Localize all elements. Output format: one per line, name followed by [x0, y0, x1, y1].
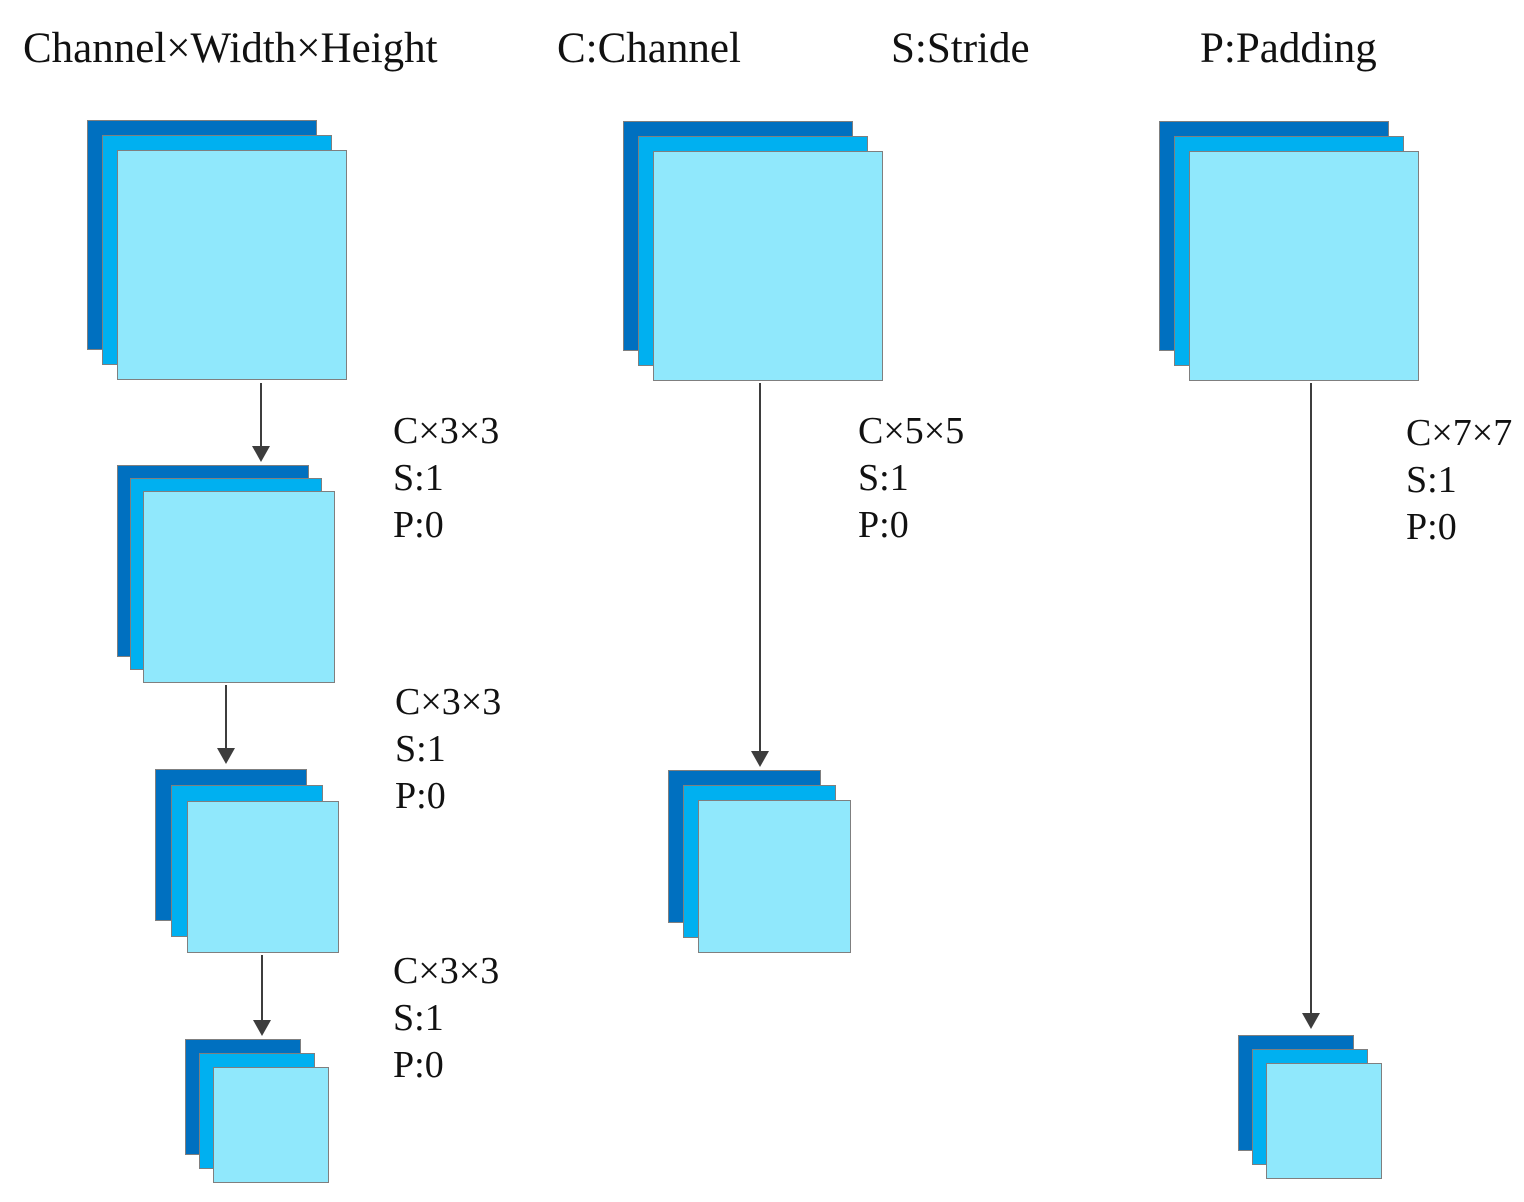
conv-spec-line: S:1 — [858, 457, 909, 499]
arrow-line — [260, 383, 262, 449]
layer-front-square — [143, 491, 335, 683]
arrow-line — [225, 685, 227, 751]
layer-front-square — [117, 150, 347, 380]
layer-front-square — [187, 801, 339, 953]
conv-spec-line: C×7×7 — [1406, 412, 1513, 454]
conv-spec-line: C×3×3 — [393, 410, 500, 452]
arrow-line — [759, 383, 761, 754]
conv-spec-line: S:1 — [393, 457, 444, 499]
arrow-head-down-icon — [252, 446, 270, 462]
legend-stride-label: S:Stride — [891, 25, 1030, 72]
conv-spec-line: S:1 — [1406, 459, 1457, 501]
legend-channel-label: C:Channel — [557, 25, 741, 72]
legend-dimensions-label: Channel×Width×Height — [23, 25, 438, 72]
arrow-head-down-icon — [1302, 1013, 1320, 1029]
conv-spec-line: P:0 — [395, 775, 446, 817]
layer-front-square — [1189, 151, 1419, 381]
legend-padding-label: P:Padding — [1200, 25, 1377, 72]
conv-spec-line: P:0 — [1406, 506, 1457, 548]
arrow-line — [261, 955, 263, 1023]
conv-spec-line: S:1 — [393, 997, 444, 1039]
conv-spec-line: C×5×5 — [858, 410, 965, 452]
arrow-head-down-icon — [217, 748, 235, 764]
conv-spec-line: C×3×3 — [393, 950, 500, 992]
layer-front-square — [1266, 1063, 1382, 1179]
arrow-line — [1310, 383, 1312, 1016]
conv-spec-line: P:0 — [393, 504, 444, 546]
arrow-head-down-icon — [751, 751, 769, 767]
conv-spec-line: C×3×3 — [395, 681, 502, 723]
conv-spec-line: S:1 — [395, 728, 446, 770]
arrow-head-down-icon — [253, 1020, 271, 1036]
conv-spec-line: P:0 — [393, 1044, 444, 1086]
layer-front-square — [213, 1067, 329, 1183]
conv-spec-line: P:0 — [858, 504, 909, 546]
layer-front-square — [653, 151, 883, 381]
layer-front-square — [698, 800, 851, 953]
